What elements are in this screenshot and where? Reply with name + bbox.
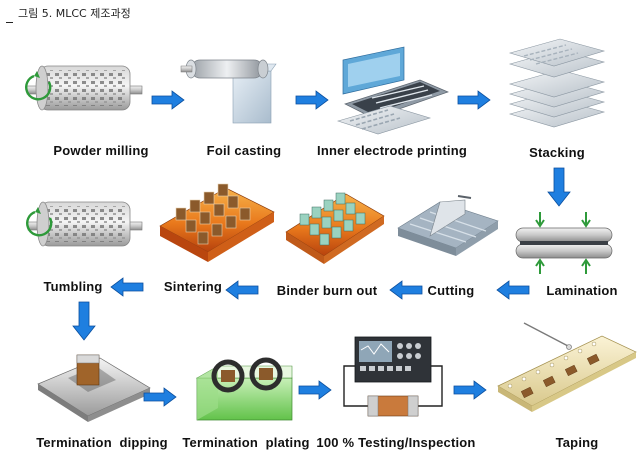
flow-arrow <box>110 277 144 297</box>
flow-arrow <box>298 380 332 400</box>
foil-roll-icon <box>180 59 277 124</box>
step-label-lamination: Lamination <box>546 283 618 298</box>
flow-arrow <box>295 90 329 110</box>
tumbler-icon <box>26 201 143 247</box>
step-label-powder-milling: Powder milling <box>53 143 149 158</box>
laminating-press-icon <box>515 212 613 274</box>
flow-arrow <box>496 280 530 300</box>
flow-arrow <box>225 280 259 300</box>
step-label-termination-dipping: Termination dipping <box>36 435 168 450</box>
flow-arrow <box>453 380 487 400</box>
step-label-cutting: Cutting <box>427 283 475 298</box>
flow-arrow <box>547 167 571 207</box>
dipping-plate-icon <box>37 354 151 422</box>
cutting-blade-icon <box>397 195 499 256</box>
plating-bath-icon <box>195 357 293 421</box>
step-label-sintering: Sintering <box>163 279 223 294</box>
sintering-kiln-icon <box>159 183 275 262</box>
step-label-taping: Taping <box>555 435 599 450</box>
step-label-stacking: Stacking <box>529 145 585 160</box>
step-label-binder-burn-out: Binder burn out <box>276 283 378 298</box>
figure-caption-text: 그림 5. MLCC 제조과정 <box>18 7 131 20</box>
step-label-tumbling: Tumbling <box>43 279 103 294</box>
figure-caption: 그림 5. MLCC 제조과정 <box>6 5 131 23</box>
step-label-inner-electrode-printing: Inner electrode printing <box>317 143 467 158</box>
carrier-tape-icon <box>497 322 637 412</box>
ball-mill-icon <box>25 65 143 111</box>
flow-arrow <box>72 301 96 341</box>
test-instrument-icon <box>343 336 443 417</box>
sheet-stack-icon <box>508 38 606 128</box>
flow-arrow <box>389 280 423 300</box>
step-label-testing-inspection: 100 % Testing/Inspection <box>316 435 476 450</box>
flow-arrow <box>457 90 491 110</box>
binder-tray-icon <box>285 192 385 264</box>
step-label-termination-plating: Termination plating <box>182 435 310 450</box>
flow-arrow <box>151 90 185 110</box>
step-label-foil-casting: Foil casting <box>206 143 282 158</box>
screen-printer-icon <box>336 46 449 135</box>
